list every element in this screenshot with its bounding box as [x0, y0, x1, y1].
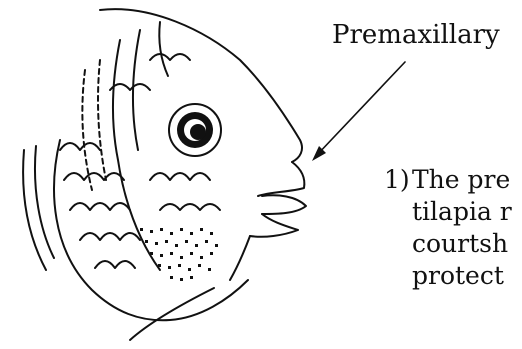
mouth-lips — [262, 195, 306, 214]
caption-line-3: courtsh — [384, 228, 512, 260]
pointer-arrow — [312, 62, 405, 161]
chin — [230, 236, 250, 280]
caption-line-2: tilapia r — [384, 196, 512, 228]
upper-jaw — [258, 162, 304, 196]
eye-icon — [169, 104, 221, 156]
throat-line — [130, 288, 214, 340]
caption-number: 1) — [384, 164, 412, 196]
caption-text: 1)The pre tilapia r courtsh protect — [384, 164, 512, 292]
premaxillary-label: Premaxillary — [332, 20, 500, 50]
lower-jaw — [250, 214, 298, 237]
cheek-stipple — [140, 228, 218, 281]
caption-line-1: 1)The pre — [384, 164, 512, 196]
caption-line-4: protect — [384, 260, 512, 292]
